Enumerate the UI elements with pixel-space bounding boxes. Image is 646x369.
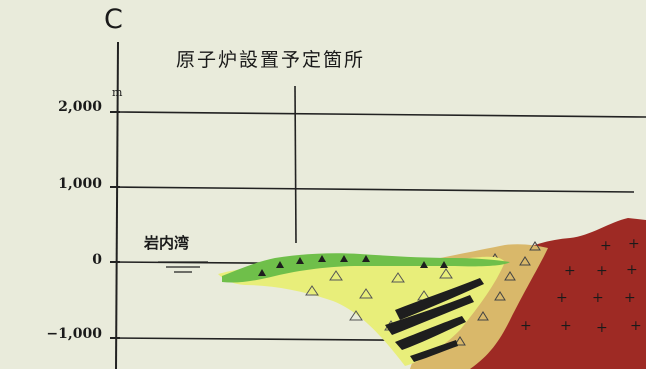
svg-text:+: +	[630, 318, 642, 334]
tick-label: 2,000	[58, 99, 102, 115]
svg-text:+: +	[596, 320, 608, 336]
gridline-1000	[109, 186, 635, 193]
bay-label: 岩内湾	[144, 234, 190, 252]
vertical-axis	[115, 41, 119, 369]
svg-text:+: +	[600, 238, 612, 254]
svg-text:+: +	[592, 290, 604, 306]
tick-label: 1,000	[58, 176, 102, 192]
svg-text:+: +	[596, 263, 608, 279]
surface-green-layer	[222, 253, 510, 283]
svg-text:+: +	[556, 290, 568, 306]
dark-coal-layers	[385, 278, 484, 362]
sea-level-symbol	[158, 261, 208, 273]
svg-text:+: +	[520, 318, 532, 334]
tick-label: 0	[92, 252, 102, 268]
svg-text:+: +	[564, 263, 576, 279]
site-marker-line	[294, 85, 297, 244]
surface-dark-triangles	[258, 255, 448, 276]
svg-text:+: +	[560, 318, 572, 334]
reactor-site-label: 原子炉設置予定箇所	[176, 49, 366, 71]
tick-label: −1,000	[46, 326, 102, 342]
axis-unit: m	[112, 86, 123, 99]
panel-letter: C	[104, 4, 123, 35]
gridline-2000	[117, 111, 646, 118]
svg-text:+: +	[624, 290, 636, 306]
granite-cross-marks: + + + + + + + + + + + +	[520, 236, 642, 336]
yellow-sediment-layer	[218, 256, 505, 366]
svg-text:+: +	[626, 262, 638, 278]
svg-text:+: +	[628, 236, 640, 252]
